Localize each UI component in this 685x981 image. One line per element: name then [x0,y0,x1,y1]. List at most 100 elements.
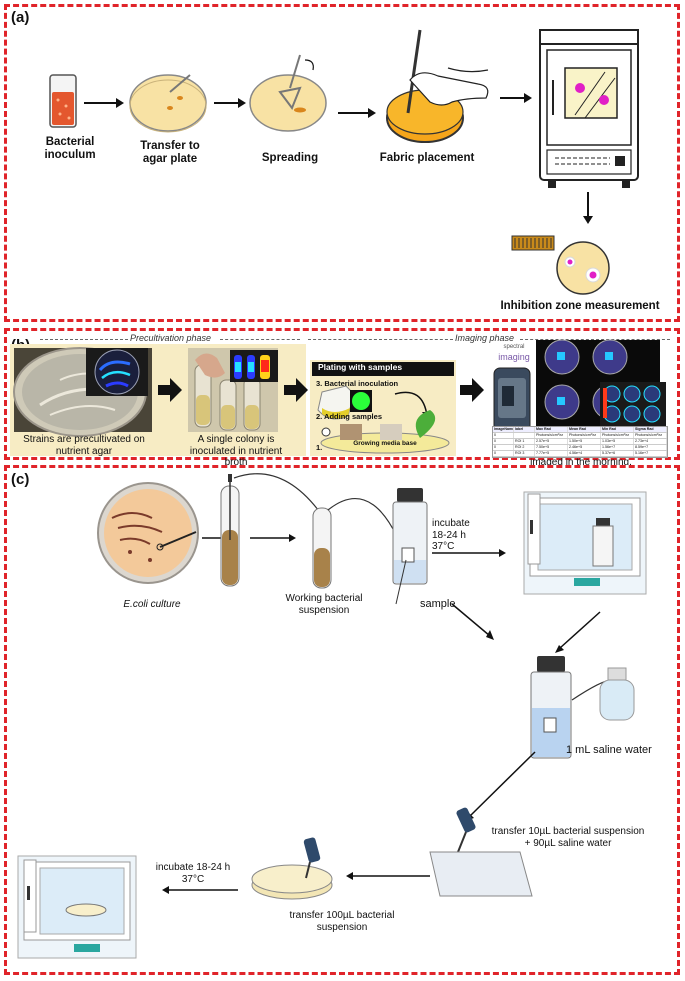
table-cell: 7.77e+5 [535,451,568,456]
arrow-icon [162,886,238,894]
table-cell: 1.56e+7 [601,445,634,450]
test-tube-icon [312,507,332,589]
table-cell: Photons/s/cm²/sr [535,433,568,438]
arrow-icon [338,108,376,118]
imaging-phase-label: Imaging phase [455,333,515,343]
plating-illustration [312,362,454,454]
plating-step2: 2. Adding samples [316,412,382,421]
arrow-icon [460,378,484,402]
step-transfer-agar: Transfer to agar plate [140,140,200,166]
step-spreading: Spreading [261,152,319,164]
multi-plate-photo [600,382,666,426]
table-cell [514,433,535,438]
imaging-divider [308,339,453,340]
step-inhibition-zone: Inhibition zone measurement [500,300,660,312]
arrow-icon [84,98,124,108]
brand-spectral: spectral [503,344,525,350]
table-cell: 0 [493,445,514,450]
test-tube-icon [220,474,240,587]
table-cell: label [514,427,535,432]
precultivation-divider [40,339,128,340]
panel-b-illustration [13,339,666,454]
inoculum-tube-icon [49,74,77,128]
step-fabric-placement: Fabric placement [379,152,475,164]
panel-a-illustration [49,29,639,295]
incubate-bottom-label: incubate 18-24 h 37°C [155,862,231,885]
table-cell: 0 [493,433,514,438]
arrow-icon [250,534,296,542]
arrow-icon [465,751,536,821]
arrow-icon [500,93,532,103]
arrow-icon [158,378,182,402]
sample-label: sample [420,598,456,610]
plating-base-label: Growing media base [353,440,417,447]
fabric-swatch-icon [511,235,555,251]
table-cell: 2.73e+4 [634,439,667,444]
pipette-icon [303,837,321,879]
arrow-icon [451,603,494,640]
vial-icon [392,488,428,585]
imaging-system-icon [493,367,531,441]
precultivation-phase-label: Precultivation phase [130,333,212,343]
agar-plate-icon [129,74,207,133]
table-cell: ImageName [494,427,514,432]
arrow-icon [284,378,308,402]
transfer-100ul-label: transfer 100µL bacterial suspension [289,910,395,933]
incubator-icon [523,491,647,595]
table-cell: 5.37e+6 [601,451,634,456]
ecoli-label: E.coli culture [123,599,181,610]
broth-tubes-photo [188,348,278,432]
table-cell: Min Rad [601,427,634,432]
fabric-placement-icon [386,29,489,143]
saline-label: 1 mL saline water [566,744,652,756]
table-cell: 0 [493,439,514,444]
arrow-icon [555,611,601,653]
arrow-icon [583,192,593,224]
arrow-icon [214,98,246,108]
panel-c-label: (c) [11,471,30,488]
arrow-icon [432,549,506,557]
imaging-divider [520,339,670,340]
incubate-top-label: incubate 18-24 h 37°C [432,518,470,552]
arrow-icon [346,872,430,880]
bioluminescent-plate-photo [86,348,148,396]
table-cell: 4.56e+4 [568,451,601,456]
table-cell: ROI 1 [514,439,535,444]
table-cell: Mean Rad [568,427,601,432]
table-cell: Photons/s/cm²/sr [601,433,634,438]
pipette-icon [456,807,476,853]
incubator-icon [539,29,639,188]
table-cell: 2.46e+5 [568,445,601,450]
incubator-icon [17,855,137,959]
precultivation-divider [220,339,300,340]
table-cell: 1.50e+5 [568,439,601,444]
table-cell: 1.03e+5 [601,439,634,444]
table-cell: 2.57e+5 [535,439,568,444]
brand-imaging: imaging [498,352,530,362]
caption-colony: A single colony is inoculated in nutrien… [189,434,283,468]
working-suspension-label: Working bacterial suspension [285,593,363,616]
heatmap-tubes-photo [230,350,278,382]
transfer-10ul-label: transfer 10µL bacterial suspension + 90µ… [491,826,645,849]
plating-step1: 1. [316,443,323,452]
step-bacterial-inoculum: Bacterial inoculum [44,136,96,162]
spreading-plate-icon [249,54,327,132]
table-cell: ROI 3 [514,451,535,456]
table-cell: Photons/s/cm²/sr [568,433,601,438]
plating-step3: 3. Bacterial inoculation [316,379,399,388]
table-cell: Sigma Rad [634,427,667,432]
caption-strains: Strains are precultivated on nutrient ag… [23,434,145,457]
table-cell: Max Rad [535,427,568,432]
table-cell: Photons/s/cm²/sr [634,433,667,438]
vial-icon [530,656,572,759]
table-cell: 8.59e+7 [634,445,667,450]
table-cell: 7.50e+5 [535,445,568,450]
